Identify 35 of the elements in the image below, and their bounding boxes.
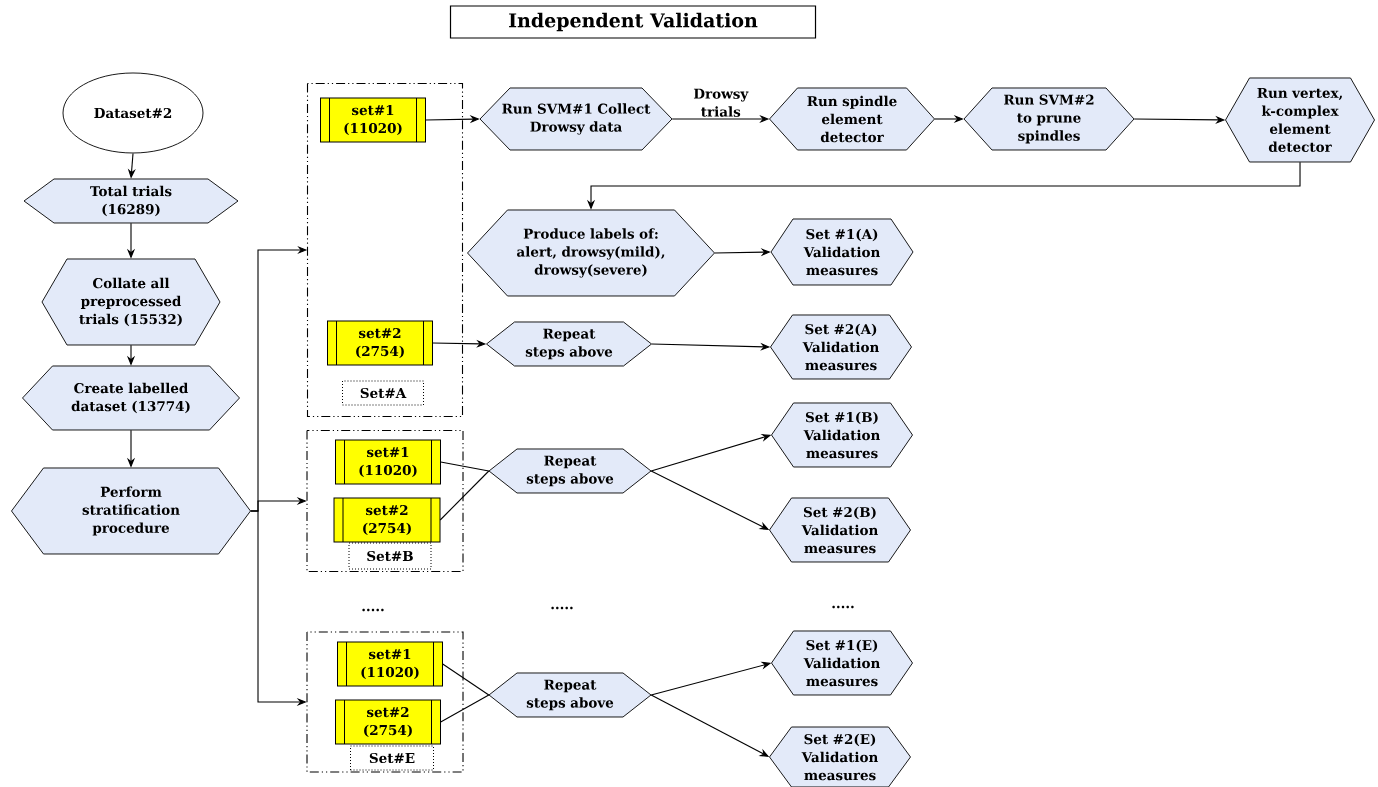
dataset-box: set#2 (2754): [333, 497, 441, 543]
process-hexagon: Create labelled dataset (13774): [22, 365, 240, 431]
group-label-box: Set#B: [348, 542, 432, 570]
dataset-box: set#2 (2754): [335, 699, 441, 745]
process-hexagon: Repeat steps above: [486, 321, 652, 367]
process-hexagon: Set #1(A) Validation measures: [770, 218, 914, 286]
title: Independent Validation: [449, 5, 817, 39]
ellipsis-label: .....: [362, 608, 384, 612]
dataset-box: set#1 (11020): [320, 97, 426, 143]
dataset-box: set#1 (11020): [335, 439, 441, 485]
process-hexagon: Run SVM#1 Collect Drowsy data: [479, 87, 673, 151]
process-hexagon: Repeat steps above: [488, 448, 652, 494]
group-frame: [306, 429, 464, 573]
process-hexagon: Perform stratification procedure: [11, 467, 251, 555]
process-hexagon: Set #1(B) Validation measures: [771, 402, 913, 468]
process-hexagon: Run spindle element detector: [769, 87, 935, 151]
dataset-box: set#1 (11020): [337, 641, 443, 687]
group-frame: [306, 82, 464, 418]
process-hexagon: Collate all preprocessed trials (15532): [41, 258, 221, 346]
process-hexagon: Run vertex, k-complex element detector: [1225, 77, 1375, 163]
process-hexagon: Run SVM#2 to prune spindles: [963, 87, 1135, 151]
ellipsis-label: .....: [832, 605, 854, 609]
process-hexagon: Total trials (16289): [23, 178, 239, 224]
dataset-box: set#2 (2754): [327, 320, 433, 366]
process-hexagon: Set #2(A) Validation measures: [770, 314, 912, 380]
process-hexagon: Set #2(B) Validation measures: [769, 497, 911, 563]
group-label-box: Set#E: [350, 745, 434, 771]
process-hexagon: Set #1(E) Validation measures: [771, 630, 913, 696]
edge-label: Drowsy trials: [684, 87, 757, 118]
ellipsis-label: .....: [551, 606, 573, 610]
group-frame: [306, 631, 464, 773]
process-hexagon: Set #2(E) Validation measures: [769, 726, 911, 787]
group-label-box: Set#A: [342, 380, 424, 406]
process-hexagon: Produce labels of: alert, drowsy(mild), drowsy(severe): [467, 209, 715, 297]
process-hexagon: Repeat steps above: [488, 672, 652, 718]
